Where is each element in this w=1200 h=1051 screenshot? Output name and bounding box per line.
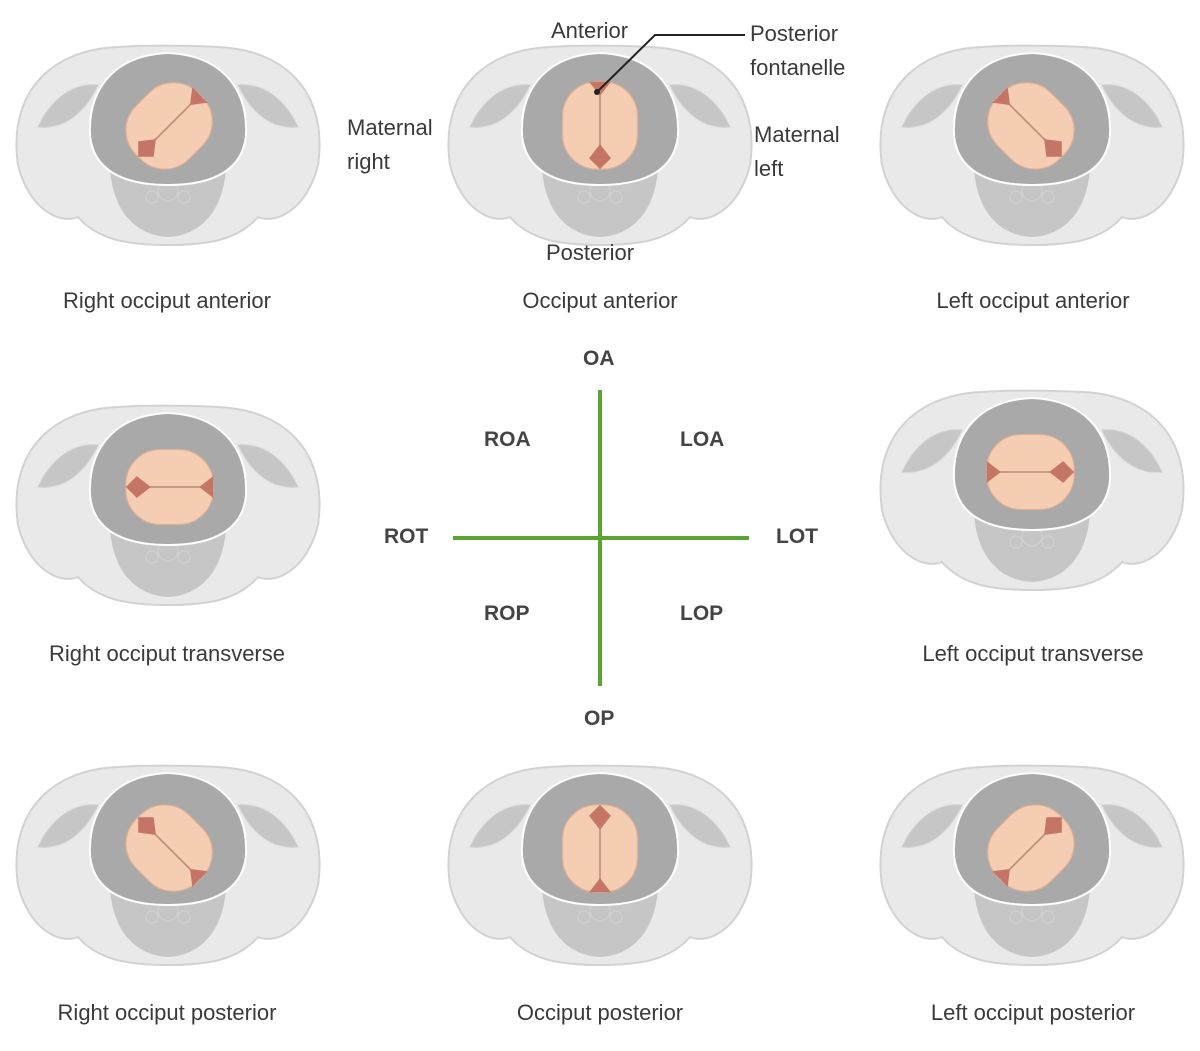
compass-label-op: OP bbox=[584, 707, 615, 730]
figure-op bbox=[447, 764, 753, 966]
posterior-fontanelle-label: Posterior fontanelle bbox=[750, 17, 845, 85]
fetal-head-oa bbox=[561, 80, 639, 170]
compass-label-loa: LOA bbox=[680, 428, 725, 451]
figure-lop bbox=[879, 764, 1185, 966]
fetal-head-rot bbox=[125, 448, 215, 526]
posterior-fontanelle-leader-line bbox=[596, 34, 745, 93]
anterior-label: Anterior bbox=[551, 18, 629, 43]
posterior-fontanelle-line1: Posterior bbox=[750, 21, 839, 46]
compass-label-lop: LOP bbox=[680, 602, 724, 625]
figure-roa bbox=[15, 44, 321, 246]
caption-op: Occiput posterior bbox=[516, 1000, 684, 1025]
figure-rot bbox=[15, 404, 321, 606]
figure-lot bbox=[879, 389, 1185, 591]
maternal-left-line1: Maternal bbox=[754, 122, 840, 147]
compass-label-lot: LOT bbox=[776, 525, 818, 548]
compass-label-roa: ROA bbox=[484, 428, 531, 451]
caption-rop: Right occiput posterior bbox=[57, 1000, 277, 1025]
maternal-right-line1: Maternal bbox=[347, 115, 433, 140]
maternal-right-line2: right bbox=[347, 149, 390, 174]
compass-label-rop: ROP bbox=[484, 602, 530, 625]
figure-loa bbox=[879, 44, 1185, 246]
caption-loa: Left occiput anterior bbox=[936, 288, 1130, 313]
caption-roa: Right occiput anterior bbox=[63, 288, 271, 313]
maternal-left-label: Maternal left bbox=[754, 118, 840, 186]
compass-label-rot: ROT bbox=[384, 525, 429, 548]
caption-lop: Left occiput posterior bbox=[930, 1000, 1136, 1025]
figure-oa bbox=[447, 44, 753, 246]
maternal-left-line2: left bbox=[754, 156, 784, 181]
posterior-fontanelle-line2: fontanelle bbox=[750, 55, 846, 80]
maternal-right-label: Maternal right bbox=[347, 111, 433, 179]
figure-rop bbox=[15, 764, 321, 966]
fetal-head-op bbox=[561, 804, 639, 894]
caption-oa: Occiput anterior bbox=[522, 288, 678, 313]
caption-lot: Left occiput transverse bbox=[922, 641, 1144, 666]
posterior-label: Posterior bbox=[546, 240, 635, 265]
posterior-fontanelle-marker bbox=[594, 89, 600, 95]
compass-label-oa: OA bbox=[583, 347, 615, 370]
fetal-head-lot bbox=[985, 433, 1075, 511]
caption-rot: Right occiput transverse bbox=[49, 641, 285, 666]
